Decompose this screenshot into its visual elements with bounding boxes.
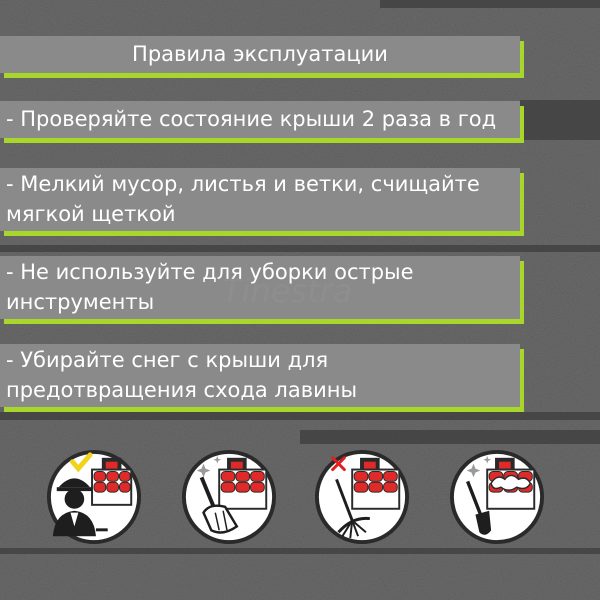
rule-text-3: - Не используйте для уборки острые инстр… bbox=[6, 260, 414, 314]
rule-banner-1: - Проверяйте состояние крыши 2 раза в го… bbox=[0, 101, 520, 138]
rule-banner-3: - Не используйте для уборки острые инстр… bbox=[0, 256, 520, 319]
rule-text-2: - Мелкий мусор, листья и ветки, счищайте… bbox=[6, 172, 480, 226]
page-title: Правила эксплуатации bbox=[132, 42, 388, 66]
rule-banner-4: - Убирайте снег с крыши для предотвращен… bbox=[0, 344, 520, 407]
inspector-check-icon bbox=[46, 449, 142, 545]
rule-text-4: - Убирайте снег с крыши для предотвращен… bbox=[6, 348, 358, 402]
shovel-snow-icon bbox=[449, 449, 545, 545]
rule-text-1: - Проверяйте состояние крыши 2 раза в го… bbox=[6, 107, 497, 131]
title-banner: Правила эксплуатации bbox=[0, 36, 520, 73]
watermark-text: Tinestra bbox=[222, 272, 353, 310]
rule-banner-2: - Мелкий мусор, листья и ветки, счищайте… bbox=[0, 168, 520, 231]
broom-sweep-icon bbox=[181, 449, 277, 545]
watermark-logo: Tinestra bbox=[222, 272, 352, 310]
rake-forbidden-icon bbox=[314, 449, 410, 545]
